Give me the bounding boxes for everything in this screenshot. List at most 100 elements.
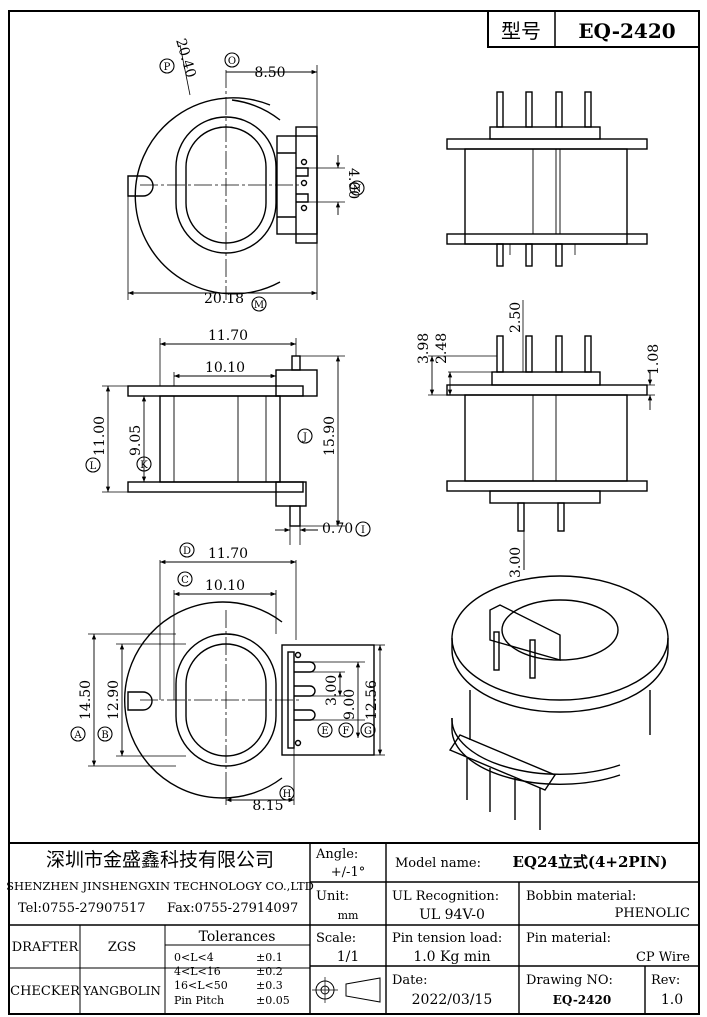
dim-4-00: 4.00 bbox=[345, 168, 361, 199]
marker-H: H bbox=[279, 785, 295, 801]
dim-0-70: 0.70 bbox=[322, 521, 353, 537]
svg-text:N: N bbox=[353, 184, 362, 195]
drafter-value: ZGS bbox=[108, 940, 136, 955]
tolerance-value: ±0.3 bbox=[256, 979, 283, 992]
dim-9-00: 9.00 bbox=[342, 689, 358, 720]
marker-I: I bbox=[355, 521, 371, 537]
tolerances-label: Tolerances bbox=[199, 929, 276, 945]
marker-F: F bbox=[338, 722, 354, 738]
svg-text:M: M bbox=[254, 300, 264, 311]
marker-L: L bbox=[85, 457, 101, 473]
dim-20-18: 20.18 bbox=[204, 291, 244, 307]
tolerance-value: ±0.2 bbox=[256, 965, 283, 978]
dim-8-50: 8.50 bbox=[254, 65, 285, 81]
dim-15-90: 15.90 bbox=[322, 416, 338, 456]
dim-10-10-side: 10.10 bbox=[205, 360, 245, 376]
drawing-no-value: EQ-2420 bbox=[553, 993, 611, 1007]
dim-2-48: 2.48 bbox=[434, 333, 450, 364]
tolerance-range: 4<L<16 bbox=[174, 965, 221, 978]
company-name-en: SHENZHEN JINSHENGXIN TECHNOLOGY CO.,LTD bbox=[6, 879, 314, 893]
rev-label: Rev: bbox=[651, 973, 680, 988]
unit-label: Unit: bbox=[316, 889, 349, 904]
unit-value: mm bbox=[338, 909, 359, 922]
angle-label: Angle: bbox=[315, 847, 358, 862]
pin-material-label: Pin material: bbox=[526, 931, 611, 946]
dim-11-70-side: 11.70 bbox=[208, 328, 248, 344]
ul-value: UL 94V-0 bbox=[419, 907, 485, 923]
svg-text:O: O bbox=[228, 56, 236, 67]
tolerance-range: Pin Pitch bbox=[174, 994, 224, 1007]
svg-text:F: F bbox=[343, 726, 350, 737]
angle-value: +/-1° bbox=[331, 865, 365, 880]
svg-text:K: K bbox=[140, 460, 148, 471]
dim-11-00: 11.00 bbox=[92, 416, 108, 456]
checker-label: CHECKER bbox=[10, 984, 81, 999]
dim-3-00-pin: 3.00 bbox=[508, 547, 524, 578]
tolerance-value: ±0.05 bbox=[256, 994, 290, 1007]
isometric-view bbox=[448, 575, 669, 830]
marker-O: O bbox=[224, 52, 240, 68]
svg-text:A: A bbox=[73, 730, 82, 741]
model-name-label: Model name: bbox=[395, 856, 481, 871]
marker-D: D bbox=[179, 542, 195, 558]
bottom-view bbox=[88, 559, 385, 805]
svg-text:G: G bbox=[364, 726, 372, 737]
marker-B: B bbox=[97, 726, 113, 742]
marker-M: M bbox=[251, 296, 267, 312]
svg-text:D: D bbox=[183, 546, 191, 557]
svg-text:B: B bbox=[101, 730, 108, 741]
svg-text:L: L bbox=[90, 461, 97, 472]
marker-J: J bbox=[297, 428, 313, 444]
sheet-border bbox=[8, 10, 700, 1015]
tolerance-table: 0<L<4 ±0.1 4<L<16 ±0.2 16<L<50 ±0.3 Pin … bbox=[174, 951, 290, 1007]
dim-12-90: 12.90 bbox=[106, 680, 122, 720]
dim-10-10-bottom: 10.10 bbox=[205, 578, 245, 594]
dim-9-05: 9.05 bbox=[128, 425, 144, 456]
marker-G: G bbox=[360, 722, 376, 738]
company-tel: Tel:0755-27907517 bbox=[18, 901, 146, 916]
marker-E: E bbox=[317, 722, 333, 738]
model-value: EQ-2420 bbox=[578, 19, 675, 43]
front-view bbox=[446, 91, 648, 267]
marker-K: K bbox=[136, 456, 152, 472]
svg-text:H: H bbox=[283, 789, 292, 800]
bobbin-material-label: Bobbin material: bbox=[526, 889, 636, 904]
dim-12-56: 12.56 bbox=[364, 680, 380, 720]
scale-value: 1/1 bbox=[337, 949, 360, 965]
pin-tension-label: Pin tension load: bbox=[392, 931, 502, 946]
pin-material-value: CP Wire bbox=[636, 950, 690, 965]
model-name-value: EQ24立式(4+2PIN) bbox=[512, 853, 667, 871]
dim-14-50: 14.50 bbox=[78, 680, 94, 720]
marker-A: A bbox=[70, 726, 86, 742]
dim-3-98: 3.98 bbox=[416, 333, 432, 364]
tolerance-value: ±0.1 bbox=[256, 951, 283, 964]
date-label: Date: bbox=[392, 973, 427, 988]
rev-value: 1.0 bbox=[661, 992, 683, 1008]
svg-text:I: I bbox=[361, 525, 365, 536]
model-label: 型号 bbox=[501, 19, 541, 43]
drafter-label: DRAFTER bbox=[12, 940, 80, 955]
svg-text:J: J bbox=[302, 432, 307, 443]
dim-20-40: 20.40 bbox=[172, 37, 198, 80]
ul-label: UL Recognition: bbox=[392, 889, 499, 904]
marker-P: P bbox=[159, 58, 175, 74]
scale-label: Scale: bbox=[316, 931, 356, 946]
bobbin-material-value: PHENOLIC bbox=[615, 906, 690, 921]
svg-text:P: P bbox=[164, 62, 171, 73]
company-fax: Fax:0755-27914097 bbox=[167, 901, 298, 916]
marker-C: C bbox=[177, 571, 193, 587]
date-value: 2022/03/15 bbox=[412, 992, 493, 1008]
company-name-cn: 深圳市金盛鑫科技有限公司 bbox=[46, 849, 274, 871]
dim-1-08: 1.08 bbox=[646, 344, 662, 375]
top-view bbox=[127, 44, 345, 300]
title-block bbox=[9, 842, 699, 1014]
tolerance-range: 0<L<4 bbox=[174, 951, 214, 964]
side-view bbox=[102, 338, 345, 545]
dim-11-70-bottom: 11.70 bbox=[208, 546, 248, 562]
model-title-box: 型号 EQ-2420 bbox=[487, 10, 700, 48]
dim-8-15: 8.15 bbox=[252, 798, 283, 814]
front-view-dimensioned bbox=[428, 300, 655, 570]
tolerance-range: 16<L<50 bbox=[174, 979, 228, 992]
svg-text:C: C bbox=[181, 575, 189, 586]
